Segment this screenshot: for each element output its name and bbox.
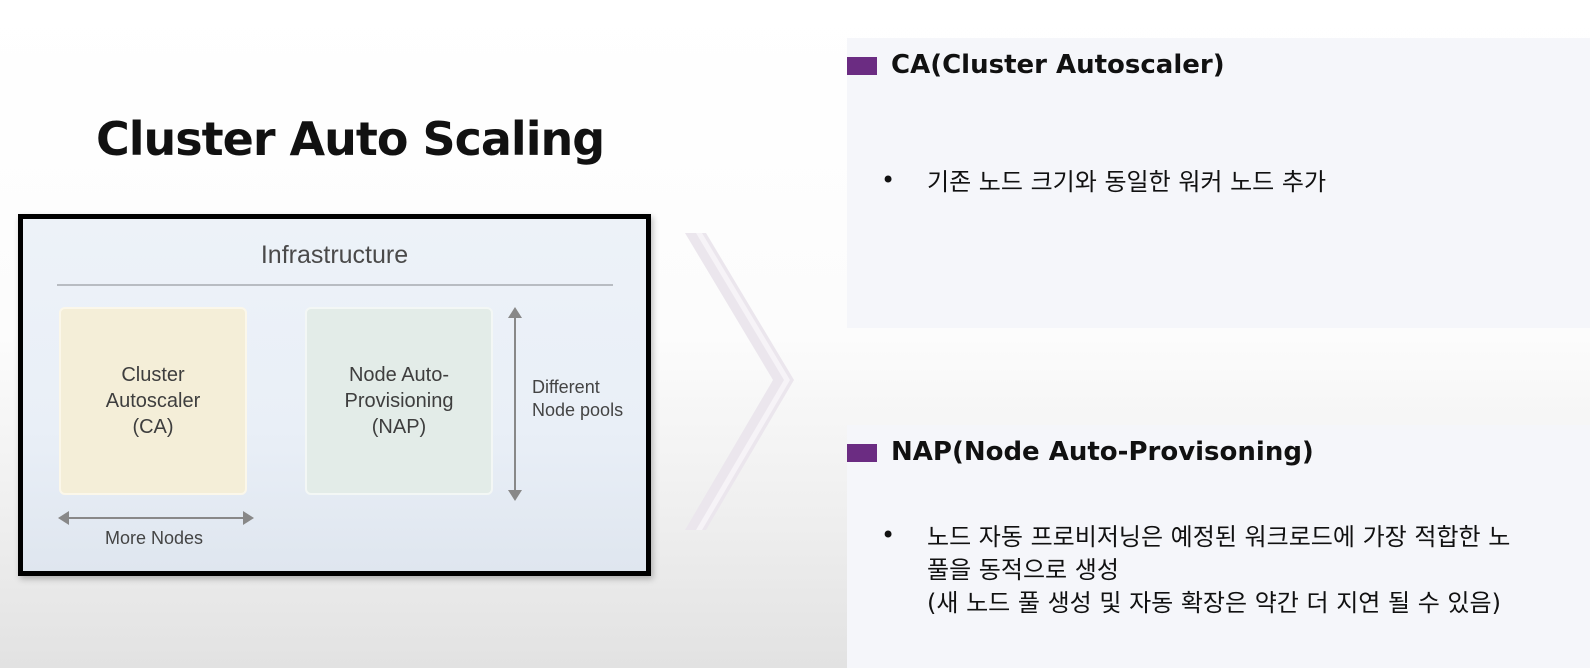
nap-section: NAP(Node Auto-Provisoning) • 노드 자동 프로비저닝… <box>847 425 1590 668</box>
ca-section: CA(Cluster Autoscaler) • 기존 노드 크기와 동일한 워… <box>847 38 1590 328</box>
ca-box: Cluster Autoscaler (CA) <box>59 307 247 495</box>
ca-heading-marker <box>847 57 877 75</box>
vertical-arrow-head-down <box>508 490 522 501</box>
diagram-divider <box>57 284 613 286</box>
different-node-pools-label: Different Node pools <box>532 377 624 420</box>
infrastructure-diagram: Infrastructure Cluster Autoscaler (CA) N… <box>18 214 651 576</box>
nap-bullet-line-1: 노드 자동 프로비저닝은 예정된 워크로드에 가장 적합한 노 <box>927 523 1511 551</box>
vertical-arrow-head-up <box>508 307 522 318</box>
ca-bullet-dot: • <box>881 166 896 194</box>
horizontal-arrow-head-right <box>243 511 254 525</box>
nap-bullet-line-2: 풀을 동적으로 생성 <box>927 556 1119 584</box>
nap-bullet-dot: • <box>881 521 896 549</box>
nap-box: Node Auto- Provisioning (NAP) <box>305 307 493 495</box>
ca-bullet-text: 기존 노드 크기와 동일한 워커 노드 추가 <box>927 168 1327 196</box>
ca-heading: CA(Cluster Autoscaler) <box>891 50 1225 80</box>
chevron-arrow-icon <box>685 233 794 530</box>
nap-bullet-line-3: (새 노드 풀 생성 및 자동 확장은 약간 더 지연 될 수 있음) <box>927 589 1501 617</box>
diagram-arrows <box>58 307 522 525</box>
ca-box-label: Cluster Autoscaler (CA) <box>105 364 201 438</box>
more-nodes-label: More Nodes <box>105 528 204 548</box>
nap-box-label: Node Auto- Provisioning (NAP) <box>344 364 454 438</box>
nap-heading: NAP(Node Auto-Provisoning) <box>891 437 1314 467</box>
slide-title: Cluster Auto Scaling <box>96 112 605 166</box>
diagram-header: Infrastructure <box>260 241 409 269</box>
horizontal-arrow-head-left <box>58 511 69 525</box>
nap-heading-marker <box>847 444 877 462</box>
